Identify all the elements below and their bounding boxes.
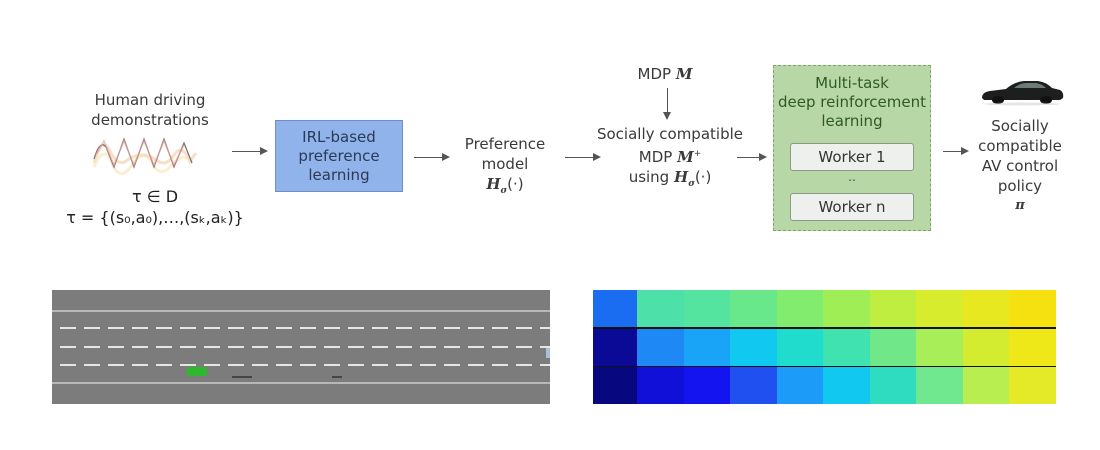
human-demonstrations-label: Human driving demonstrations <box>70 90 230 130</box>
mtl-title-line2: deep reinforcement <box>777 93 926 111</box>
heatmap-cell <box>730 367 777 404</box>
heatmap-cell <box>916 328 963 366</box>
h-symbol: H <box>486 175 501 193</box>
preference-model-line2: model <box>481 155 529 173</box>
road-edge-bottom <box>52 382 550 384</box>
social-mdp-label: Socially compatible MDP M+ using Hσ(·) <box>595 124 745 194</box>
heatmap-row <box>593 328 1056 366</box>
preference-model-symbol: Hσ(·) <box>450 174 560 201</box>
heatmap-cell <box>683 290 731 327</box>
h-subscript-2: σ <box>688 179 695 189</box>
policy-line1: Socially <box>991 117 1049 135</box>
arrow-to-irl <box>232 147 268 155</box>
heatmap-cell <box>730 290 777 327</box>
arrow-to-policy <box>943 147 969 155</box>
signal-waveform-icon <box>92 137 198 175</box>
mtl-title-line3: learning <box>821 112 883 130</box>
irl-line2: preference <box>298 146 380 165</box>
heatmap-cell <box>869 328 917 366</box>
lane-marking-3 <box>60 364 550 366</box>
social-mdp-line3: using Hσ(·) <box>595 167 745 194</box>
heatmap-cell <box>776 290 824 327</box>
arrow-mdp-down <box>663 88 671 120</box>
heatmap-cell <box>637 290 684 327</box>
ego-vehicle <box>187 367 207 376</box>
heatmap-cell <box>776 367 824 404</box>
heatmap-chart <box>593 290 1056 404</box>
social-mdp-line2: MDP M+ <box>595 144 745 167</box>
worker-1-box: Worker 1 <box>790 143 914 171</box>
vehicle-3 <box>332 376 342 378</box>
heatmap-cell <box>962 328 1010 366</box>
human-demonstrations-line1: Human driving <box>94 91 206 109</box>
tau-in-d-formula: τ ∈ D <box>131 187 179 206</box>
social-mdp-line1: Socially compatible <box>596 125 743 143</box>
heatmap-cell <box>593 290 637 327</box>
heatmap-cell <box>593 367 637 404</box>
h-arg-2: (·) <box>694 168 712 186</box>
tau-trajectory-formula: τ = {(s₀,a₀),…,(sₖ,aₖ)} <box>66 208 244 227</box>
h-symbol-2: H <box>674 168 689 186</box>
mtl-title-line1: Multi-task <box>815 74 889 92</box>
m-plus-sup: + <box>693 149 702 159</box>
lane-marking-2 <box>60 346 550 348</box>
worker-n-box: Worker n <box>790 193 914 221</box>
m-plus-symbol: M <box>677 148 694 166</box>
heatmap-row <box>593 367 1056 404</box>
heatmap-cell <box>869 367 917 404</box>
heatmap-cell <box>869 290 917 327</box>
policy-line4: policy <box>997 177 1043 195</box>
h-arg: (·) <box>507 175 524 193</box>
vehicle-2 <box>232 376 252 378</box>
preference-model-label: Preference model Hσ(·) <box>450 134 560 201</box>
highway-simulation <box>52 290 550 404</box>
heatmap-cell <box>683 328 731 366</box>
heatmap-cell <box>637 367 684 404</box>
vehicle-4 <box>546 348 550 358</box>
irl-preference-learning-box: IRL-based preference learning <box>275 120 403 192</box>
car-icon <box>982 81 1064 106</box>
mtl-title: Multi-task deep reinforcement learning <box>774 74 930 131</box>
heatmap-cell <box>637 328 684 366</box>
lane-marking-1 <box>60 327 550 329</box>
heatmap-row <box>593 290 1056 327</box>
heatmap-cell <box>1009 367 1056 404</box>
policy-line2: compatible <box>978 137 1062 155</box>
multi-task-drl-box: Multi-task deep reinforcement learning W… <box>773 65 931 231</box>
heatmap-cell <box>962 290 1010 327</box>
heatmap-cell <box>916 367 963 404</box>
mdp-text: MDP <box>637 65 672 83</box>
mdp-plus-text: MDP <box>638 148 673 166</box>
irl-line1: IRL-based <box>302 127 376 146</box>
heatmap-cell <box>776 328 824 366</box>
irl-line3: learning <box>308 165 370 184</box>
human-demonstrations-line2: demonstrations <box>91 111 209 129</box>
mdp-m-label: MDP M <box>610 64 720 84</box>
heatmap-cell <box>916 290 963 327</box>
preference-model-line1: Preference <box>464 135 546 153</box>
heatmap-cell <box>730 328 777 366</box>
heatmap-cell <box>823 328 870 366</box>
heatmap-cell <box>823 367 870 404</box>
workers-ellipsis: .. <box>848 170 856 184</box>
heatmap-cell <box>1009 328 1056 366</box>
heatmap-cell <box>823 290 870 327</box>
road-edge-top <box>52 310 550 312</box>
arrow-to-preference-model <box>414 153 450 161</box>
heatmap-cell <box>683 367 731 404</box>
heatmap-cell <box>1009 290 1056 327</box>
heatmap-cell <box>593 328 637 366</box>
pi-symbol: π <box>1015 198 1025 213</box>
m-symbol: M <box>675 65 693 83</box>
policy-line3: AV control <box>981 157 1059 175</box>
arrow-to-social-mdp <box>565 153 601 161</box>
heatmap-cell <box>962 367 1010 404</box>
using-text: using <box>628 168 670 186</box>
arrow-to-mtl <box>737 153 767 161</box>
h-subscript: σ <box>500 186 508 196</box>
av-control-policy-label: Socially compatible AV control policy π <box>965 116 1075 216</box>
